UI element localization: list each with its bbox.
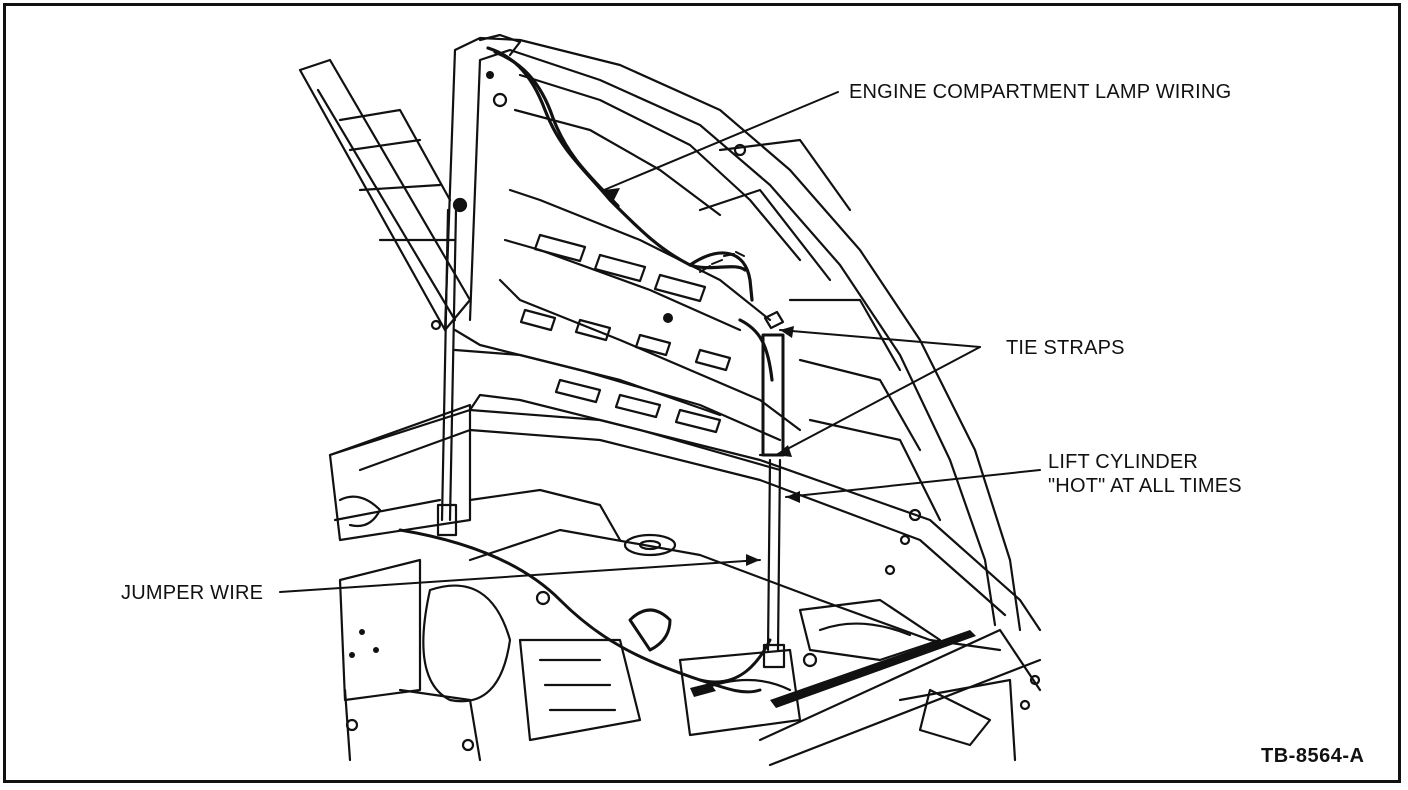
engine-compartment-lamp-wiring-label: ENGINE COMPARTMENT LAMP WIRING xyxy=(849,81,1232,103)
leader-jumper-wire xyxy=(279,559,761,593)
lift-cylinder-drawing xyxy=(758,310,792,669)
engine-bay-drawing xyxy=(328,393,1042,767)
leader-lamp-wiring xyxy=(603,91,839,191)
leader-tie-strap-lower xyxy=(775,346,981,456)
hot-at-all-times-label: "HOT" AT ALL TIMES xyxy=(1048,475,1242,497)
leader-lines xyxy=(279,91,1041,593)
leader-lift-cylinder xyxy=(785,469,1041,498)
lift-cylinder-label: LIFT CYLINDER xyxy=(1048,451,1199,473)
lamp-wiring-drawing xyxy=(486,46,774,382)
jumper-wire-drawing xyxy=(398,528,772,694)
hood-drawing xyxy=(430,33,1022,632)
figure-id: TB-8564-A xyxy=(1261,745,1365,767)
left-fender-drawing xyxy=(298,58,482,762)
leader-tie-strap-upper xyxy=(779,329,981,348)
jumper-wire-label: JUMPER WIRE xyxy=(121,582,264,604)
tie-straps-label: TIE STRAPS xyxy=(1006,337,1125,359)
detail-marks xyxy=(349,71,976,708)
diagram-frame xyxy=(3,3,1401,783)
left-prop-rod-drawing xyxy=(436,197,468,537)
